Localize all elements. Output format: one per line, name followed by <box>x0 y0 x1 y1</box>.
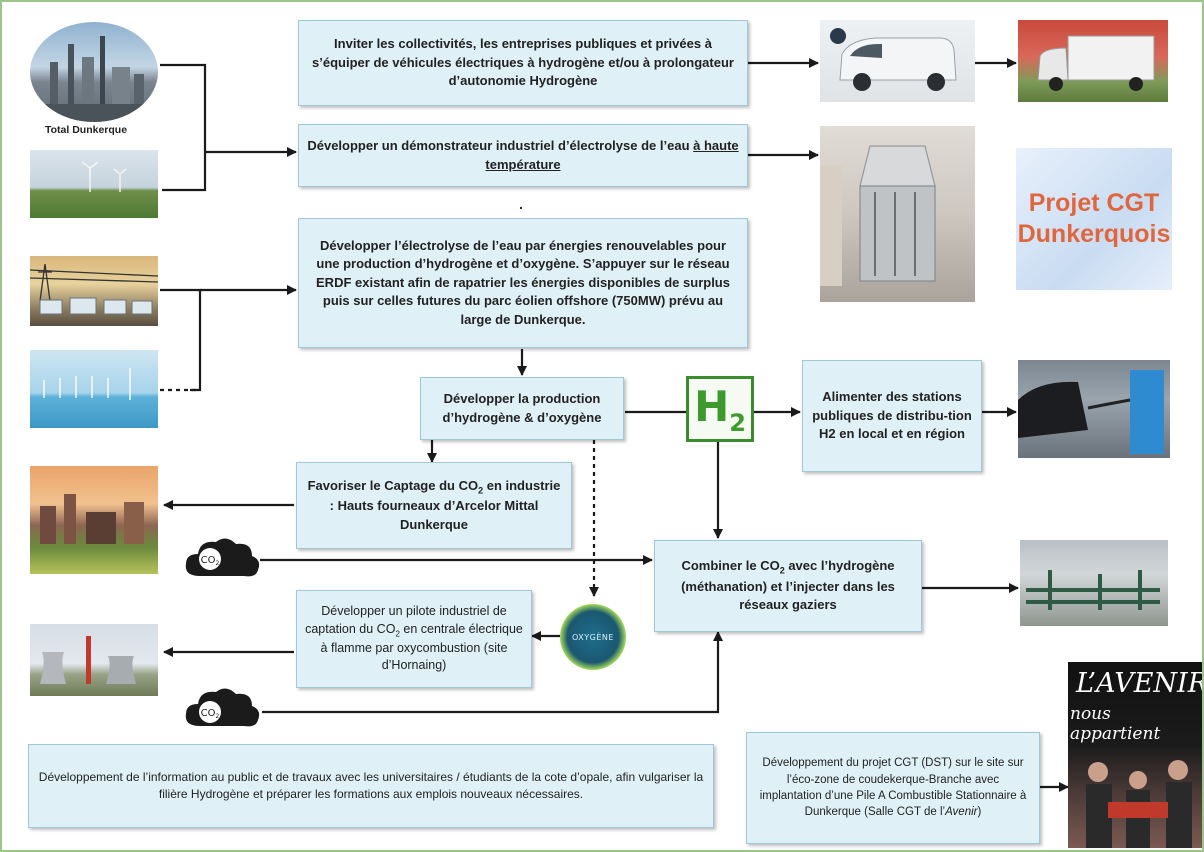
project-cgt-title-card: Projet CGT Dunkerquois <box>1016 148 1172 290</box>
pilot-text: Développer un pilote industriel de capta… <box>305 603 523 673</box>
h2-symbol: H2 <box>694 381 746 437</box>
capture-box: Favoriser le Captage du CO2 en industrie… <box>296 462 572 549</box>
charging-car-icon <box>1018 370 1164 454</box>
pilot-box: Développer un pilote industriel de capta… <box>296 590 532 688</box>
vehicles-box: Inviter les collectivités, les entrepris… <box>298 20 748 106</box>
cooling-tower-icon <box>40 636 136 684</box>
offshore-turbine-icon <box>43 368 131 400</box>
stray-dot: . <box>519 196 523 212</box>
connector-grid-to-bracket <box>160 288 202 392</box>
co2-label: CO2 <box>201 708 220 720</box>
combine-text: Combiner le CO2 avec l’hydrogène (méthan… <box>681 558 895 613</box>
crowd-icon <box>1086 760 1192 848</box>
refinery-photo <box>30 22 158 122</box>
avenir-title: L’AVENIR <box>1076 668 1202 699</box>
machine-icon <box>820 145 936 286</box>
electric-van-photo <box>820 20 975 102</box>
avenir-subtitle: nous appartient <box>1070 704 1161 744</box>
connector-cloud2-to-combine <box>262 631 723 714</box>
wind-farm-photo <box>30 150 158 218</box>
demonstrator-box: Développer un démonstrateur industriel d… <box>298 124 748 187</box>
offshore-wind-photo <box>30 350 158 428</box>
vehicles-text: Inviter les collectivités, les entrepris… <box>312 36 734 89</box>
electrolysis-box: Développer l’électrolyse de l’eau par én… <box>298 218 748 348</box>
power-plant-photo <box>30 624 158 696</box>
information-text: Développement de l’information au public… <box>38 769 704 801</box>
pylon-icon <box>30 263 158 315</box>
power-grid-photo <box>30 256 158 326</box>
oxygen-logo: OXYGÈNE <box>560 604 626 670</box>
capture-text: Favoriser le Captage du CO2 en industrie… <box>307 477 561 532</box>
combine-box: Combiner le CO2 avec l’hydrogène (méthan… <box>654 540 922 632</box>
methanation-pipes-photo <box>1020 540 1168 626</box>
co2-cloud-1: CO2 <box>185 538 260 577</box>
oxygen-label: OXYGÈNE <box>572 632 614 642</box>
blast-furnace-icon <box>40 494 144 544</box>
hydrogen-tile: H2 <box>686 376 754 442</box>
charging-station-photo <box>1018 360 1170 458</box>
wind-turbine-icon <box>81 161 127 192</box>
information-box: Développement de l’information au public… <box>28 744 714 828</box>
avenir-poster: L’AVENIR nous appartient <box>1068 662 1202 848</box>
total-dunkerque-caption: Total Dunkerque <box>45 124 128 136</box>
production-text: Développer la production d’hydrogène & d… <box>442 391 602 425</box>
electrolyser-machine-photo <box>820 126 975 302</box>
electrolysis-text: Développer l’électrolyse de l’eau par én… <box>316 237 730 327</box>
truck-icon <box>1037 35 1155 91</box>
delivery-truck-photo <box>1018 20 1168 102</box>
stations-box: Alimenter des stations publiques de dist… <box>802 360 982 472</box>
pipes-icon <box>1026 570 1160 610</box>
steel-plant-photo <box>30 466 158 574</box>
production-box: Développer la production d’hydrogène & d… <box>420 377 624 440</box>
connector-total-to-bracket <box>160 63 207 192</box>
van-icon <box>830 28 957 91</box>
co2-cloud-2: CO2 <box>185 688 260 727</box>
project-box: Développement du projet CGT (DST) sur le… <box>746 732 1040 844</box>
refinery-icon <box>40 36 150 122</box>
demonstrator-text: Développer un démonstrateur industriel d… <box>307 138 739 172</box>
project-cgt-title: Projet CGT Dunkerquois <box>1017 188 1171 248</box>
stations-text: Alimenter des stations publiques de dist… <box>812 389 972 442</box>
co2-label: CO2 <box>201 555 220 567</box>
project-text: Développement du projet CGT (DST) sur le… <box>759 757 1027 819</box>
